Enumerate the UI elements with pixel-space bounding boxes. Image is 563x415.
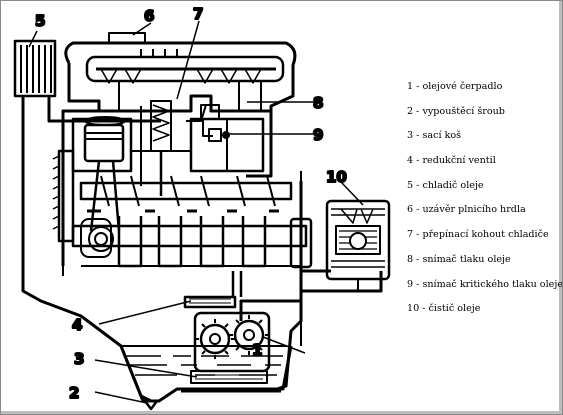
callout-leaders	[28, 20, 364, 404]
callout-8: 8	[313, 94, 323, 112]
callout-4: 4	[72, 316, 82, 334]
legend-item: 2 - vypouštěcí šroub	[407, 105, 505, 117]
oil-filter	[325, 199, 391, 291]
oil-cooler	[13, 39, 57, 98]
legend-item: 10 - čistič oleje	[407, 303, 481, 315]
legend-item: 5 - chladič oleje	[407, 179, 484, 191]
oil-pressure-sensors	[186, 104, 230, 142]
callout-7: 7	[193, 5, 203, 23]
callout-10: 10	[326, 168, 347, 186]
callout-6: 6	[144, 7, 154, 25]
parts-legend: 1 - olejové čerpadlo 2 - vypouštěcí šrou…	[407, 80, 563, 327]
legend-item: 1 - olejové čerpadlo	[407, 81, 503, 92]
callout-5: 5	[35, 12, 45, 30]
legend-item: 9 - snímač kritického tlaku oleje	[407, 278, 563, 290]
callout-2: 2	[69, 384, 79, 402]
legend-item: 4 - redukční ventil	[407, 155, 496, 167]
legend-item: 6 - uzávěr plnicího hrdla	[407, 204, 526, 216]
legend-item: 8 - snímač tlaku oleje	[407, 253, 511, 265]
callout-1: 1	[252, 341, 262, 359]
oil-sump	[62, 266, 302, 411]
legend-item: 7 - přepínací kohout chladiče	[407, 229, 549, 241]
callout-9: 9	[313, 126, 323, 144]
legend-item: 3 - sací koš	[407, 130, 462, 142]
crankshaft	[52, 149, 313, 301]
callout-3: 3	[74, 350, 84, 368]
